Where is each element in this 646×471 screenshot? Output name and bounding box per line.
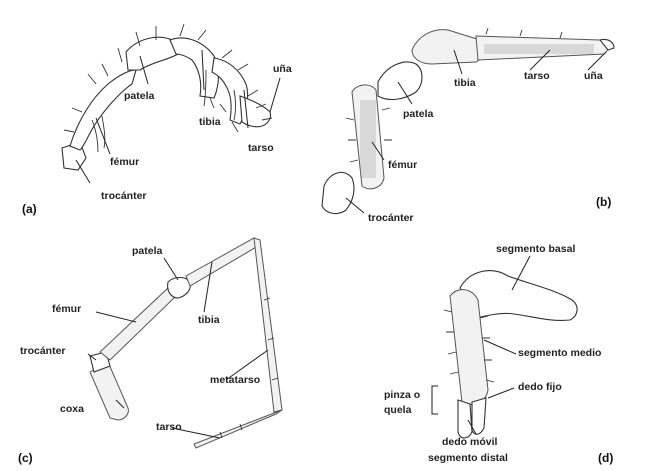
panel-c: patela fémur tibia trocánter metatarso c… [18,238,282,465]
label-b-trocanter: trocánter [368,212,414,224]
label-c-femur: fémur [52,303,81,315]
label-c-tibia: tibia [198,314,220,326]
label-a-una: uña [273,63,292,75]
label-c-metatarso: metatarso [210,374,260,386]
panel-c-leg-drawing [90,238,282,448]
panel-b-leg-drawing [322,28,614,213]
label-d-pinza-line1: pinza o [384,389,420,401]
label-a-tibia: tibia [199,116,221,128]
panel-b: trocánter fémur patela tibia tarso uña (… [322,28,614,224]
panel-a-labels: trocánter fémur patela tibia tarso uña (… [22,63,292,216]
panel-tag-d: (d) [598,451,613,465]
label-d-pinza-line2: quela [384,404,412,416]
label-c-trocanter: trocánter [20,345,66,357]
label-d-segmento-basal: segmento basal [496,243,575,255]
label-c-coxa: coxa [60,403,84,415]
label-d-dedo-fijo: dedo fijo [518,381,562,393]
label-a-tarso: tarso [248,142,274,154]
label-c-tarso: tarso [156,421,182,433]
label-c-patela: patela [132,245,163,257]
label-a-trocanter: trocánter [101,190,147,202]
panel-tag-b: (b) [596,195,611,209]
panel-tag-c: (c) [18,451,33,465]
label-b-tibia: tibia [454,77,476,89]
label-a-femur: fémur [110,156,139,168]
panel-tag-a: (a) [22,202,37,216]
label-b-tarso: tarso [524,70,550,82]
label-d-segmento-distal: segmento distal [428,452,508,464]
panel-d: segmento basal segmento medio dedo fijo … [384,243,613,465]
label-b-patela: patela [403,108,434,120]
label-b-femur: fémur [388,159,417,171]
label-d-segmento-medio: segmento medio [518,347,601,359]
label-a-patela: patela [124,90,155,102]
panel-a-leg-drawing [62,24,272,170]
label-d-dedo-movil: dedo móvil [442,436,498,448]
label-b-una: uña [584,70,603,82]
panel-a: trocánter fémur patela tibia tarso uña (… [22,24,292,216]
